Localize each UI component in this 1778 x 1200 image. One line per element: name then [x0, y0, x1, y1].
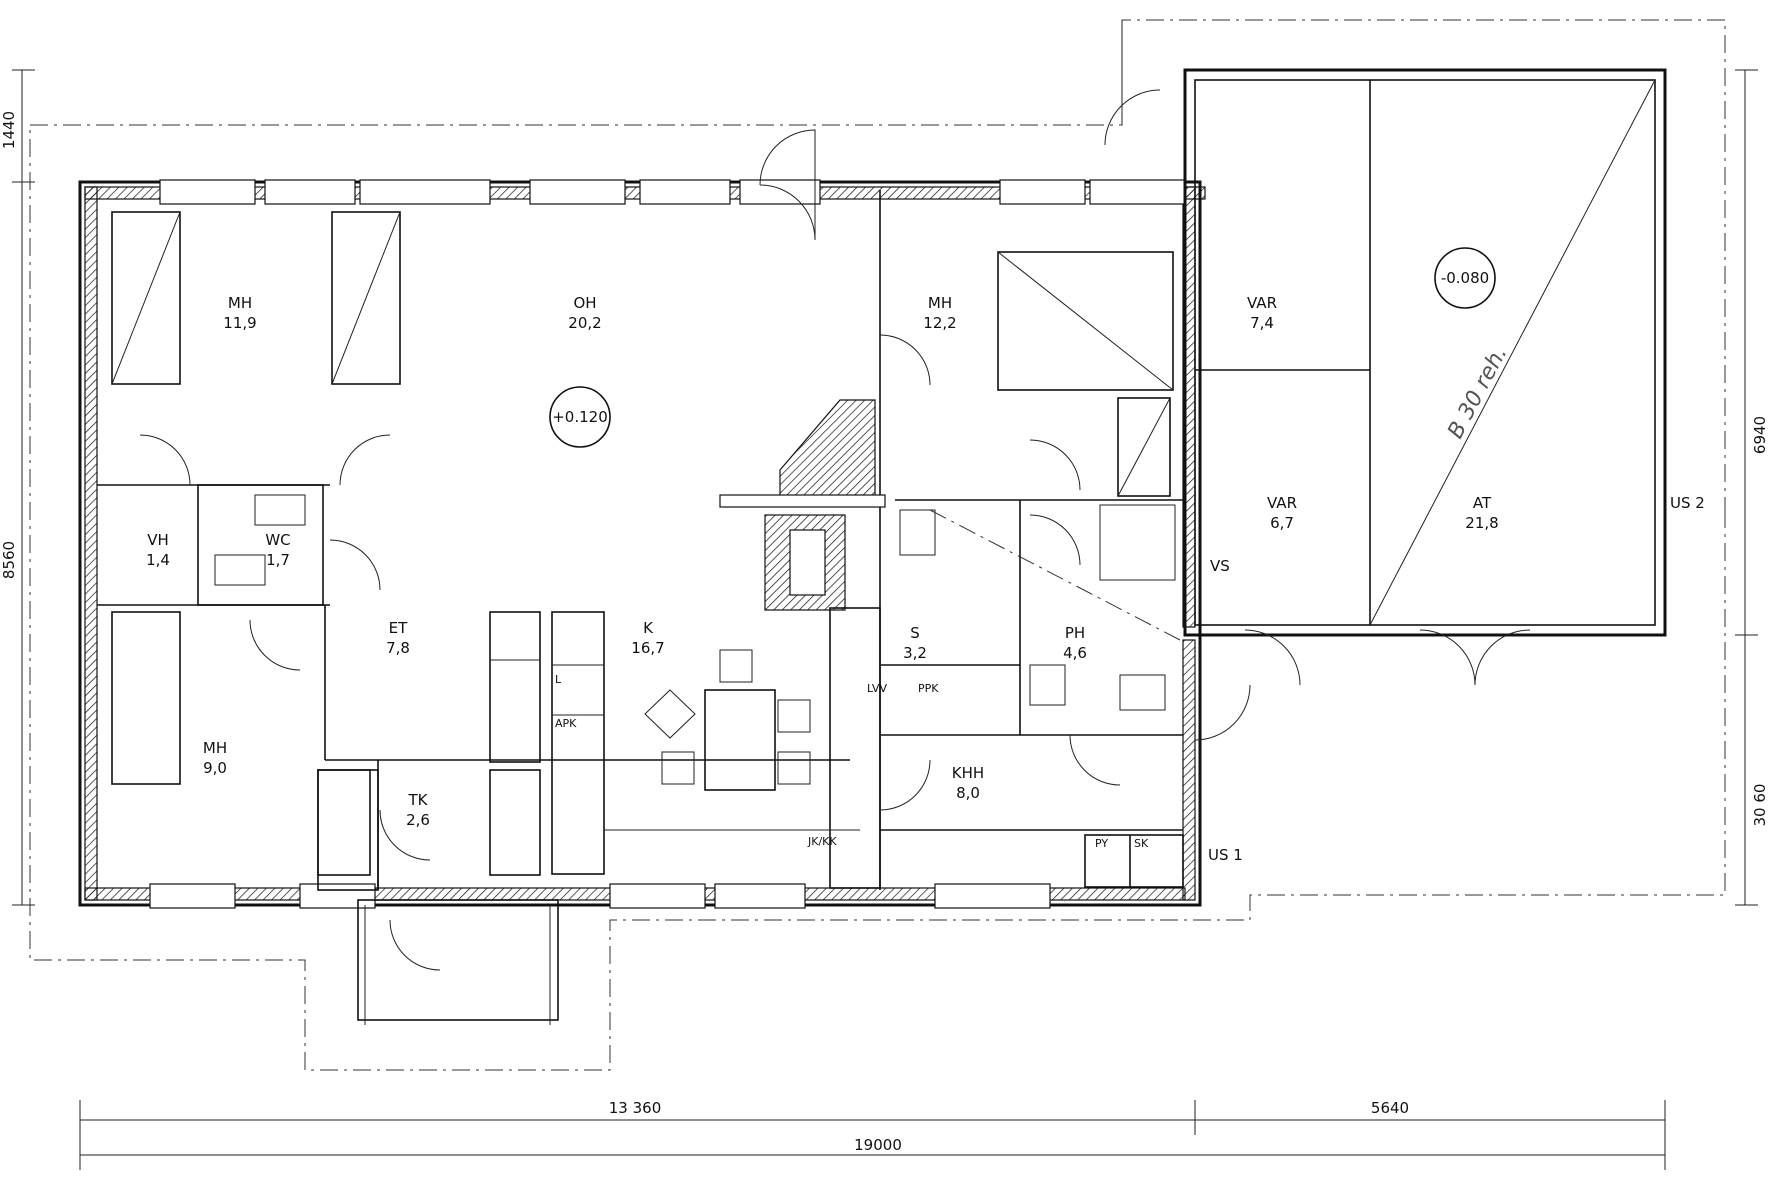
room-area: 11,9	[223, 314, 256, 332]
entrance-label: US 2	[1670, 494, 1705, 512]
fireplace	[719, 399, 886, 611]
dimension-garage-offset: 30 60	[1751, 784, 1769, 827]
room-code: ET	[389, 619, 408, 637]
room-area: 9,0	[203, 759, 227, 777]
dimension-main-width: 13 360	[609, 1099, 662, 1117]
fixture-label: PY	[1095, 837, 1108, 850]
room-labels: MH 11,9 OH 20,2 MH 12,2 VAR 7,4 AT 21,8 …	[146, 294, 1499, 829]
room-code: VH	[147, 531, 169, 549]
fixture-label: APK	[555, 717, 577, 730]
room-area: 7,8	[386, 639, 410, 657]
roof-outline	[29, 19, 1726, 1071]
level-text-main: +0.120	[552, 408, 608, 426]
fixture-label: JK/KK	[807, 835, 837, 848]
fixture-label: SK	[1134, 837, 1149, 850]
room-area: 12,2	[923, 314, 956, 332]
room-area: 7,4	[1250, 314, 1274, 332]
room-area: 8,0	[956, 784, 980, 802]
furniture-kitchen	[317, 607, 881, 889]
dimension-lines-right	[1735, 69, 1758, 906]
room-area: 2,6	[406, 811, 430, 829]
furniture-beds	[111, 211, 1174, 785]
room-code: TK	[408, 791, 429, 809]
room-code: MH	[203, 739, 227, 757]
room-code: MH	[228, 294, 252, 312]
level-markers	[549, 247, 1496, 448]
garage-walls	[1183, 68, 1667, 637]
room-code: K	[643, 619, 654, 637]
room-code: S	[910, 624, 920, 642]
exterior-walls	[78, 179, 1206, 909]
room-area: 6,7	[1270, 514, 1294, 532]
room-area: 1,7	[266, 551, 290, 569]
dimension-garage-depth: 6940	[1751, 416, 1769, 454]
fixture-label: L	[555, 673, 562, 686]
room-code: VAR	[1267, 494, 1297, 512]
interior-walls	[97, 190, 1184, 891]
room-code: OH	[573, 294, 596, 312]
furniture-bath	[214, 494, 1181, 711]
fixture-labels: L APK LVV PPK JK/KK PY SK VS	[555, 557, 1230, 850]
entrance-label: US 1	[1208, 846, 1243, 864]
room-area: 1,4	[146, 551, 170, 569]
room-code: AT	[1473, 494, 1492, 512]
level-circle-main	[549, 386, 611, 448]
room-area: 3,2	[903, 644, 927, 662]
dimension-total-width: 19000	[854, 1136, 902, 1154]
fixture-label: LVV	[867, 682, 887, 695]
room-code: MH	[928, 294, 952, 312]
dimension-total-depth: 8560	[0, 541, 18, 579]
room-code: VAR	[1247, 294, 1277, 312]
room-code: WC	[265, 531, 290, 549]
fixture-label: PPK	[918, 682, 939, 695]
dimension-garage-width: 5640	[1371, 1099, 1409, 1117]
handwritten-note: B 30 reh.	[1443, 342, 1512, 443]
room-area: 16,7	[631, 639, 664, 657]
room-area: 21,8	[1465, 514, 1498, 532]
room-area: 20,2	[568, 314, 601, 332]
room-area: 4,6	[1063, 644, 1087, 662]
dimension-lines-left	[12, 69, 35, 906]
room-code: KHH	[952, 764, 984, 782]
porch	[357, 899, 559, 1025]
fixture-label: VS	[1210, 557, 1230, 575]
level-circle-garage	[1434, 247, 1496, 309]
dimension-porch-depth: 1440	[0, 111, 18, 149]
level-text-garage: -0.080	[1441, 269, 1489, 287]
room-code: PH	[1065, 624, 1085, 642]
door-swings	[139, 89, 1531, 971]
dimension-lines-bottom	[79, 1100, 1666, 1170]
